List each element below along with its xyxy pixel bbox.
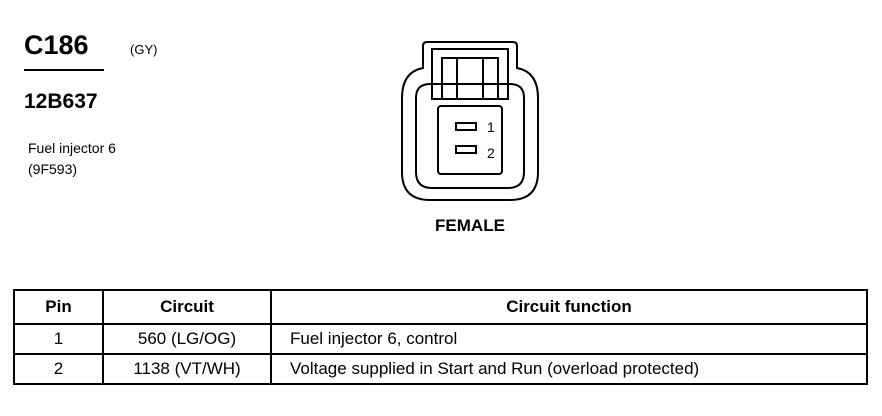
connector-id: C186 [24,30,89,60]
connector-face-diagram [401,41,539,201]
connector-inner-wall [415,83,525,189]
header-pin: Pin [13,289,104,325]
table-row: 2 1138 (VT/WH) Voltage supplied in Start… [13,353,868,385]
cell-pin: 2 [13,353,104,385]
terminal-2-slot [455,145,477,154]
component-code: (9F593) [28,161,78,177]
cell-circuit-function: Voltage supplied in Start and Run (overl… [270,353,868,385]
cell-circuit: 1138 (VT/WH) [102,353,272,385]
part-number: 12B637 [24,90,98,113]
title-underline [24,69,104,71]
header-circuit-function: Circuit function [270,289,868,325]
connector-gender-label: FEMALE [435,216,505,235]
connector-color-code: (GY) [130,42,158,57]
table-row: 1 560 (LG/OG) Fuel injector 6, control [13,323,868,355]
terminal-cavity-block [437,105,503,175]
locking-tab-inner [441,57,499,100]
cell-pin: 1 [13,323,104,355]
header-circuit: Circuit [102,289,272,325]
cell-circuit-function: Fuel injector 6, control [270,323,868,355]
pinout-table: Pin Circuit Circuit function 1 560 (LG/O… [13,289,868,385]
connector-outer-body [401,41,539,201]
table-header-row: Pin Circuit Circuit function [13,289,868,325]
cell-circuit: 560 (LG/OG) [102,323,272,355]
pin-label-2: 2 [487,145,495,161]
pin-label-1: 1 [487,119,495,135]
locking-tab-outer [431,48,509,100]
component-name: Fuel injector 6 [28,140,116,156]
terminal-1-slot [455,122,477,131]
